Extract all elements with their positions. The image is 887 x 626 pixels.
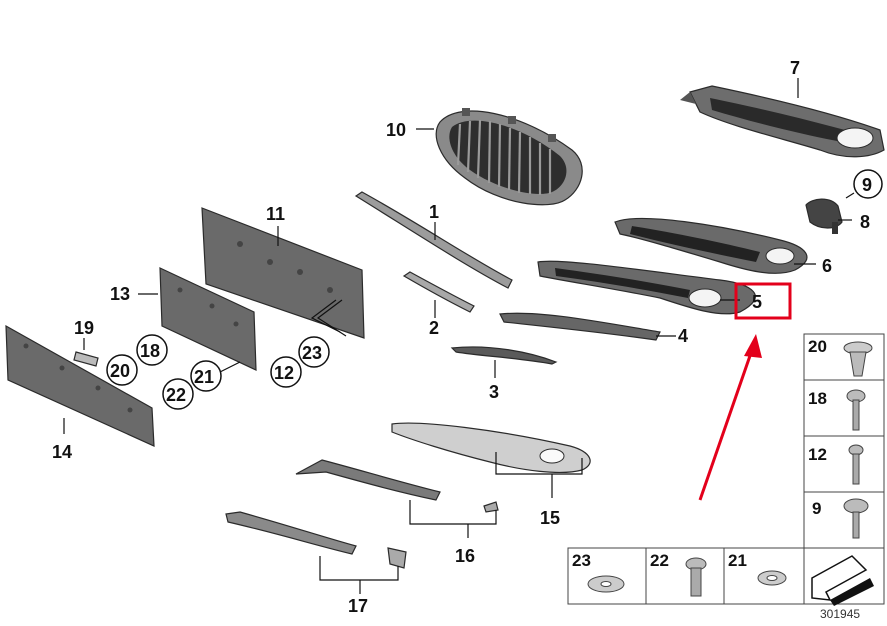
label-9: 9 <box>862 175 872 195</box>
label-13: 13 <box>110 284 130 304</box>
label-8: 8 <box>860 212 870 232</box>
label-15: 15 <box>540 508 560 528</box>
part-1-trim-strip[interactable] <box>354 191 513 289</box>
label-17: 17 <box>348 596 368 616</box>
label-12: 12 <box>274 363 294 383</box>
fastener-label-9: 9 <box>812 499 821 518</box>
label-7: 7 <box>790 58 800 78</box>
part-4-trim-strip[interactable] <box>499 312 661 341</box>
label-11: 11 <box>266 204 285 224</box>
label-4: 4 <box>678 326 688 346</box>
fastener-cell-20 <box>803 333 885 381</box>
label-23: 23 <box>302 343 322 363</box>
circled-labels: 9 23 12 18 20 21 22 <box>106 169 883 410</box>
label-2: 2 <box>429 318 439 338</box>
fastener-cell-12 <box>803 435 885 493</box>
clip-icon <box>843 341 873 377</box>
document-number: 301945 <box>820 607 860 621</box>
label-10: 10 <box>386 120 406 140</box>
fastener-cell-9 <box>803 491 885 549</box>
part-17-trim-piece[interactable] <box>225 511 407 569</box>
label-18: 18 <box>140 341 160 361</box>
part-2-trim-strip[interactable] <box>402 271 475 313</box>
highlight-box <box>734 282 792 320</box>
part-19-strip[interactable] <box>73 351 99 367</box>
fastener-label-20: 20 <box>808 337 827 356</box>
fastener-panel-bottom: 23 22 21 <box>567 547 805 605</box>
part-8-cover-cap[interactable] <box>805 198 843 234</box>
fastener-panel-side: 20 18 12 9 <box>803 333 885 606</box>
label-21: 21 <box>194 367 214 387</box>
screw-icon <box>848 444 864 485</box>
label-16: 16 <box>455 546 475 566</box>
washer-icon <box>757 570 787 586</box>
part-14-plate-bracket[interactable] <box>5 324 155 447</box>
label-22: 22 <box>166 385 186 405</box>
highlight-arrow <box>698 349 754 501</box>
part-6-air-grille[interactable] <box>537 260 756 315</box>
part-13-plate-base[interactable] <box>159 267 257 371</box>
direction-arrow-icon <box>811 555 874 606</box>
bolt-icon <box>685 557 707 597</box>
fastener-label-18: 18 <box>808 389 827 408</box>
arrow-head-icon <box>744 334 762 358</box>
part-15-lower-trim[interactable] <box>391 422 591 474</box>
label-3: 3 <box>489 382 499 402</box>
part-7-trim-grille-right[interactable] <box>680 85 885 158</box>
highlight-annotation: 5 <box>698 282 792 501</box>
label-5: 5 <box>752 292 762 312</box>
washer-icon <box>587 575 625 593</box>
label-1: 1 <box>429 202 439 222</box>
fastener-label-12: 12 <box>808 445 827 464</box>
part-3-trim-blade[interactable] <box>450 346 558 365</box>
screw-icon <box>843 498 869 539</box>
part-labels: 10 7 1 2 3 4 6 8 11 13 14 19 15 16 17 <box>52 58 870 616</box>
screw-icon <box>846 389 866 431</box>
fastener-cell-18 <box>803 379 885 437</box>
label-19: 19 <box>74 318 94 338</box>
label-14: 14 <box>52 442 72 462</box>
fastener-label-22: 22 <box>650 551 669 570</box>
part-11-plate-holder[interactable] <box>201 207 365 339</box>
fastener-label-21: 21 <box>728 551 747 570</box>
label-20: 20 <box>110 361 130 381</box>
part-16-trim-piece[interactable] <box>295 459 499 513</box>
part-10-kidney-grille[interactable] <box>435 108 583 206</box>
fastener-label-23: 23 <box>572 551 591 570</box>
part-6-upper-grille[interactable] <box>614 217 808 274</box>
label-6: 6 <box>822 256 832 276</box>
